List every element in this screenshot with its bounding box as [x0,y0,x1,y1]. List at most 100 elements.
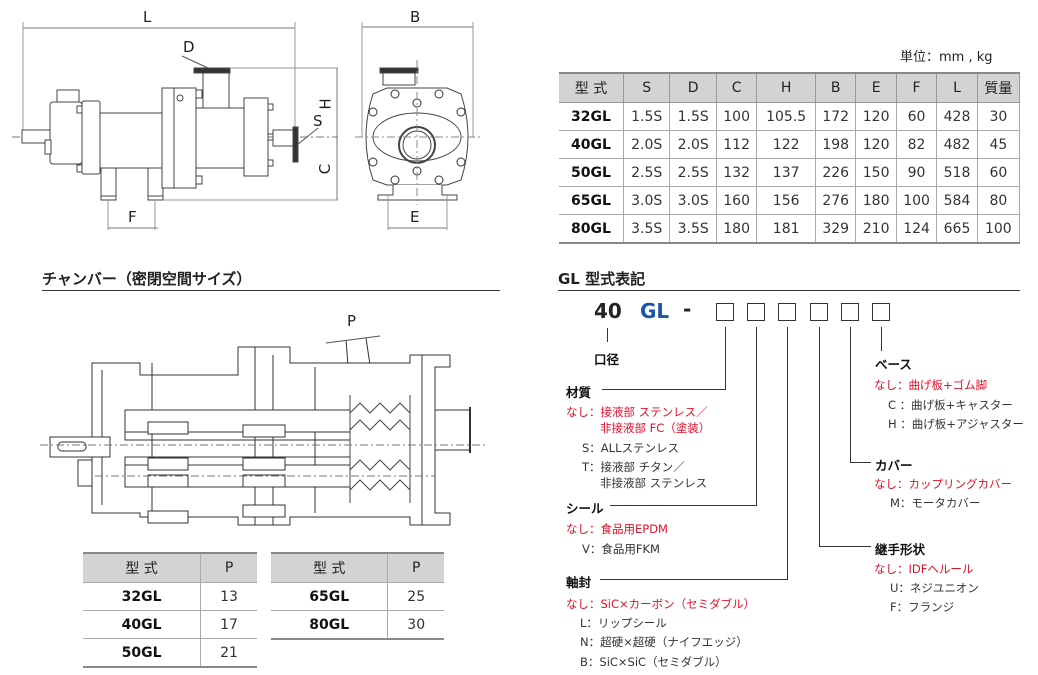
chamber-table-header: 型 式 P [83,552,257,583]
value-cell: 105.5 [756,102,816,131]
code-size: 40 [594,299,622,323]
value-cell: 21 [200,638,257,668]
connector-shaft-seal-h [600,579,788,580]
seal-option: なし：食品用EPDM [566,522,668,536]
front-view-drawing [355,22,480,230]
connector-seal-h [610,505,757,506]
header-cell: H [756,72,816,103]
value-cell: 2.5S [622,158,671,187]
chamber-table-header: 型 式 P [271,552,444,583]
joint-label: 継手形状 [875,542,926,557]
value-cell: 1.5S [669,102,717,131]
model-cell: 80GL [271,610,389,640]
code-box-material [716,303,734,321]
value-cell: 17 [200,610,257,639]
header-cell: L [936,72,978,103]
base-option: C ：曲げ板+キャスター [888,398,1013,412]
size-label: 口径 [594,352,620,367]
material-option: S：ALLステンレス [582,441,679,455]
value-cell: 120 [855,102,897,131]
chamber-cross-section-drawing [40,335,485,526]
shaft-seal-label: 軸封 [566,575,592,590]
connector-seal [756,327,757,505]
model-cell: 40GL [559,130,624,159]
model-code-title: GL 型式表記 [558,270,646,288]
value-cell: 124 [895,214,938,244]
value-cell: 518 [936,158,978,187]
code-box-cover [841,303,859,321]
unit-label: 単位：mm , kg [900,50,993,65]
dim-label-p: P [347,312,357,330]
value-cell: 2.0S [622,130,671,159]
header-cell: D [669,72,717,103]
chamber-title: チャンバー（密閉空間サイズ） [42,270,252,288]
material-option: 非接液部 ステンレス [600,476,708,490]
seal-option: V：食品用FKM [582,542,660,556]
header-cell: 型 式 [559,72,624,103]
seal-label: シール [566,501,604,516]
dim-label-b: B [410,8,421,26]
model-cell: 32GL [559,102,624,131]
dim-label-h: H [316,98,335,110]
header-cell: E [855,72,897,103]
value-cell: 132 [715,158,758,187]
value-cell: 122 [756,130,816,159]
header-cell: P [200,552,257,583]
value-cell: 137 [756,158,816,187]
shaft-seal-option: B：SiC×SiC（セミダブル） [580,655,727,669]
side-view-drawing [12,22,338,230]
material-option: なし：接液部 ステンレス／ [566,405,708,419]
dim-label-c: C [316,163,335,175]
dim-label-l: L [143,8,152,26]
value-cell: 180 [715,214,758,244]
material-label: 材質 [566,385,592,400]
header-cell: 型 式 [271,552,389,583]
header-cell: C [715,72,758,103]
value-cell: 160 [715,186,758,215]
code-box-seal [747,303,765,321]
value-cell: 100 [976,214,1021,244]
model-cell: 32GL [83,582,202,611]
code-box-shaft-seal [778,303,796,321]
base-option: なし：曲げ板+ゴム脚 [874,378,988,392]
connector-material-h [602,389,726,390]
base-option: H ：曲げ板+アジャスター [888,417,1024,431]
material-option: T：接液部 チタン／ [582,460,685,474]
connector-cover [850,327,851,462]
value-cell: 180 [855,186,897,215]
connector-size [607,328,608,342]
value-cell: 3.5S [622,214,671,244]
value-cell: 665 [936,214,978,244]
value-cell: 276 [814,186,857,215]
value-cell: 226 [814,158,857,187]
value-cell: 30 [387,610,444,640]
value-cell: 428 [936,102,978,131]
connector-material [725,327,726,389]
header-cell: S [622,72,671,103]
header-cell: F [895,72,938,103]
chamber-title-rule [42,290,500,291]
code-dash: - [683,297,692,321]
value-cell: 2.5S [669,158,717,187]
value-cell: 80 [976,186,1021,215]
cover-option: M：モータカバー [890,496,981,510]
value-cell: 13 [200,582,257,611]
value-cell: 60 [895,102,938,131]
spec-table-header: 型 式 S D C H B E F L 質量 [559,72,1021,103]
connector-cover-h [850,462,871,463]
model-cell: 40GL [83,610,202,639]
value-cell: 210 [855,214,897,244]
value-cell: 181 [756,214,816,244]
connector-shaft-seal [787,327,788,579]
value-cell: 198 [814,130,857,159]
cover-option: なし：カップリングカバー [874,477,1012,491]
dim-label-f: F [128,208,137,226]
